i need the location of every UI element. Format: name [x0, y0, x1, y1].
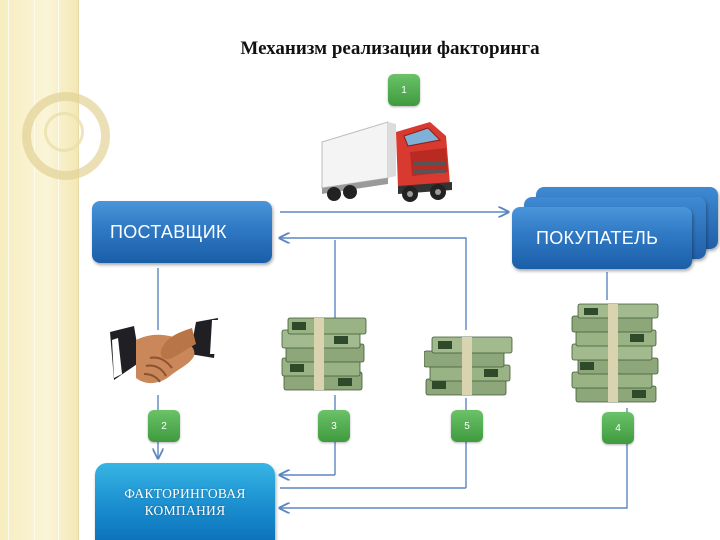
money-stack-icon [281, 317, 367, 391]
step-badge-5: 5 [451, 410, 483, 442]
sidebar-ring-ornament [22, 92, 110, 180]
step-badge-4: 4 [602, 412, 634, 444]
handshake-icon [110, 318, 218, 384]
sidebar-stripe [58, 0, 59, 540]
factoring-label: ФАКТОРИНГОВАЯ КОМПАНИЯ [124, 485, 245, 519]
factoring-company-box: ФАКТОРИНГОВАЯ КОМПАНИЯ [95, 463, 275, 540]
page-title: Механизм реализации факторинга [240, 38, 540, 59]
step-badge-2: 2 [148, 410, 180, 442]
buyer-label: ПОКУПАТЕЛЬ [536, 227, 659, 248]
sidebar-stripe [34, 0, 35, 540]
supplier-label: ПОСТАВЩИК [110, 221, 227, 242]
step-badge-3: 3 [318, 410, 350, 442]
truck-icon [321, 121, 452, 202]
factoring-label-line1: ФАКТОРИНГОВАЯ [124, 485, 246, 501]
buyer-box: ПОКУПАТЕЛЬ [512, 207, 692, 269]
money-stack-icon [571, 303, 659, 403]
step-badge-1: 1 [388, 74, 420, 106]
decorative-sidebar [0, 0, 110, 540]
money-stack-icon [424, 336, 513, 396]
sidebar-stripe [8, 0, 9, 540]
factoring-label-line2: КОМПАНИЯ [144, 502, 226, 518]
supplier-box: ПОСТАВЩИК [92, 201, 272, 263]
arrow-payment-5-to-supplier [280, 238, 467, 330]
sidebar-ring-ornament [44, 112, 84, 152]
